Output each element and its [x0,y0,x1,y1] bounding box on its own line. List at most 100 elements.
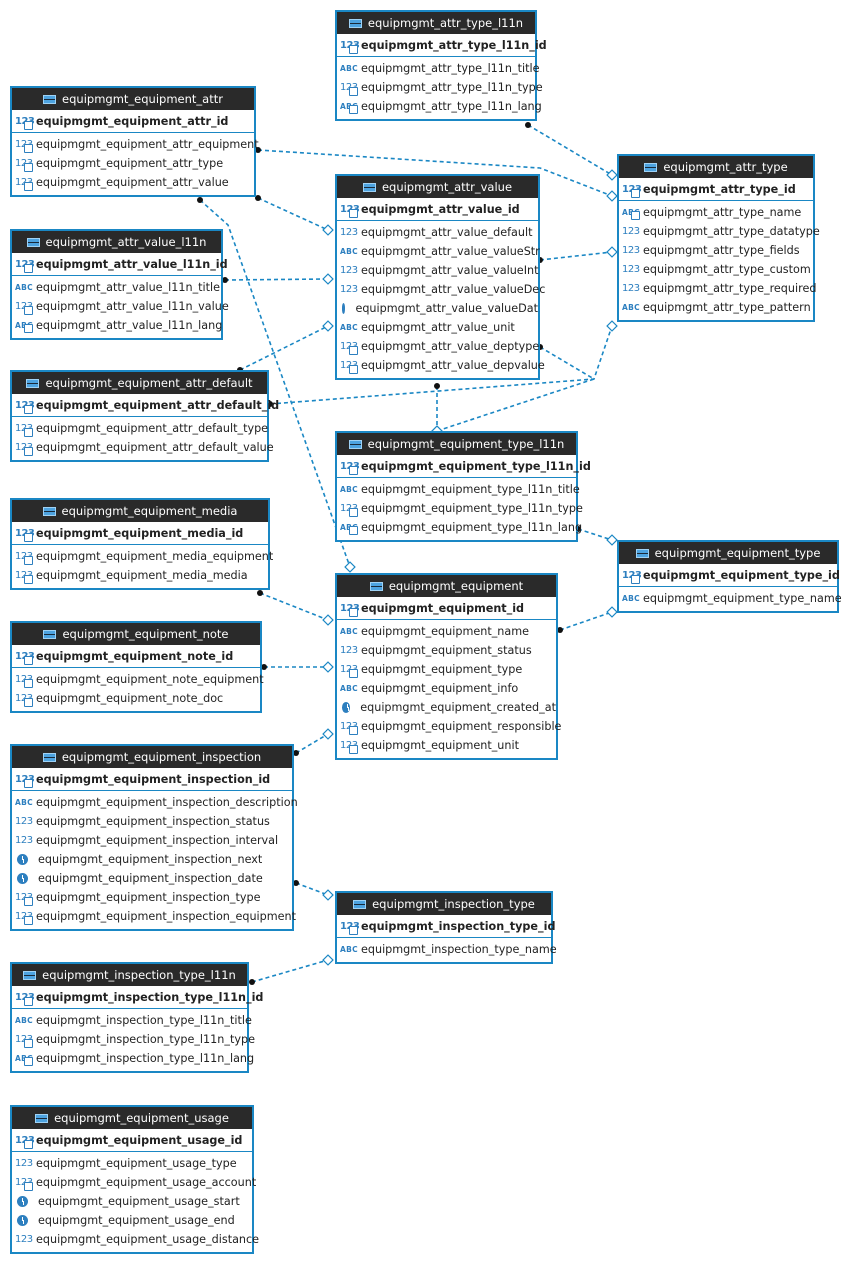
table-column[interactable]: equipmgmt_equipment_inspection_next [12,850,292,869]
table-header[interactable]: equipmgmt_attr_value_l11n [12,231,221,253]
table-header[interactable]: equipmgmt_equipment_attr_default [12,372,267,394]
table-column[interactable]: equipmgmt_attr_value_valueDat [337,299,538,318]
table-column[interactable]: equipmgmt_equipment_usage_end [12,1211,252,1230]
table-header[interactable]: equipmgmt_inspection_type_l11n [12,964,247,986]
table-equipment-attr[interactable]: equipmgmt_equipment_attr123equipmgmt_equ… [10,86,259,197]
table-header[interactable]: equipmgmt_equipment_type_l11n [337,433,576,455]
table-equipment-type-l11n[interactable]: equipmgmt_equipment_type_l11n 123equipmgm… [335,431,591,542]
table-header[interactable]: equipmgmt_equipment_attr [12,88,254,110]
table-header[interactable]: equipmgmt_inspection_type [337,893,551,915]
table-equipment-attr-default[interactable]: equipmgmt_equipment_attr_default123equip… [10,370,279,462]
table-attr-value[interactable]: equipmgmt_attr_value123equipmgmt_attr_va… [335,174,545,380]
table-header[interactable]: equipmgmt_attr_type [619,156,813,178]
table-attr-value-l11n[interactable]: equipmgmt_attr_value_l11n123equipmgmt_at… [10,229,229,340]
table-equipment-media[interactable]: equipmgmt_equipment_media123equipmgmt_eq… [10,498,273,590]
table-inspection-type-l11n[interactable]: equipmgmt_inspection_type_l11n123equipmg… [10,962,263,1073]
table-column[interactable]: 123equipmgmt_equipment_inspection_equipm… [12,907,296,926]
table-attr-type[interactable]: equipmgmt_attr_type123equipmgmt_attr_typ… [617,154,820,322]
table-column[interactable]: equipmgmt_equipment_usage_start [12,1192,252,1211]
table-header[interactable]: equipmgmt_equipment_note [12,623,260,645]
table-header[interactable]: equipmgmt_attr_value [337,176,538,198]
table-header[interactable]: equipmgmt_equipment_usage [12,1107,252,1129]
table-column[interactable]: 123equipmgmt_equipment_attr_default_valu… [12,438,274,457]
table-header[interactable]: equipmgmt_equipment_inspection [12,746,292,768]
table-header[interactable]: equipmgmt_attr_type_l11n [337,12,535,34]
table-equipment[interactable]: equipmgmt_equipment123equipmgmt_equipmen… [335,573,561,760]
table-header[interactable]: equipmgmt_equipment_type [619,542,837,564]
table-equipment-usage[interactable]: equipmgmt_equipment_usage123equipmgmt_eq… [10,1105,259,1254]
table-equipment-inspection[interactable]: equipmgmt_equipment_inspection123equipmg… [10,744,298,931]
table-attr-type-l11n[interactable]: equipmgmt_attr_type_l11n123equipmgmt_att… [335,10,547,121]
table-header[interactable]: equipmgmt_equipment [337,575,556,597]
table-equipment-type[interactable]: equipmgmt_equipment_type123equipmgmt_equ… [617,540,842,613]
table-equipment-note[interactable]: equipmgmt_equipment_note123equipmgmt_equ… [10,621,264,713]
table-header[interactable]: equipmgmt_equipment_media [12,500,268,522]
table-column[interactable]: equipmgmt_equipment_inspection_date [12,869,292,888]
table-inspection-type[interactable]: equipmgmt_inspection_type123equipmgmt_in… [335,891,557,964]
table-column[interactable]: equipmgmt_equipment_created_at [337,698,556,717]
